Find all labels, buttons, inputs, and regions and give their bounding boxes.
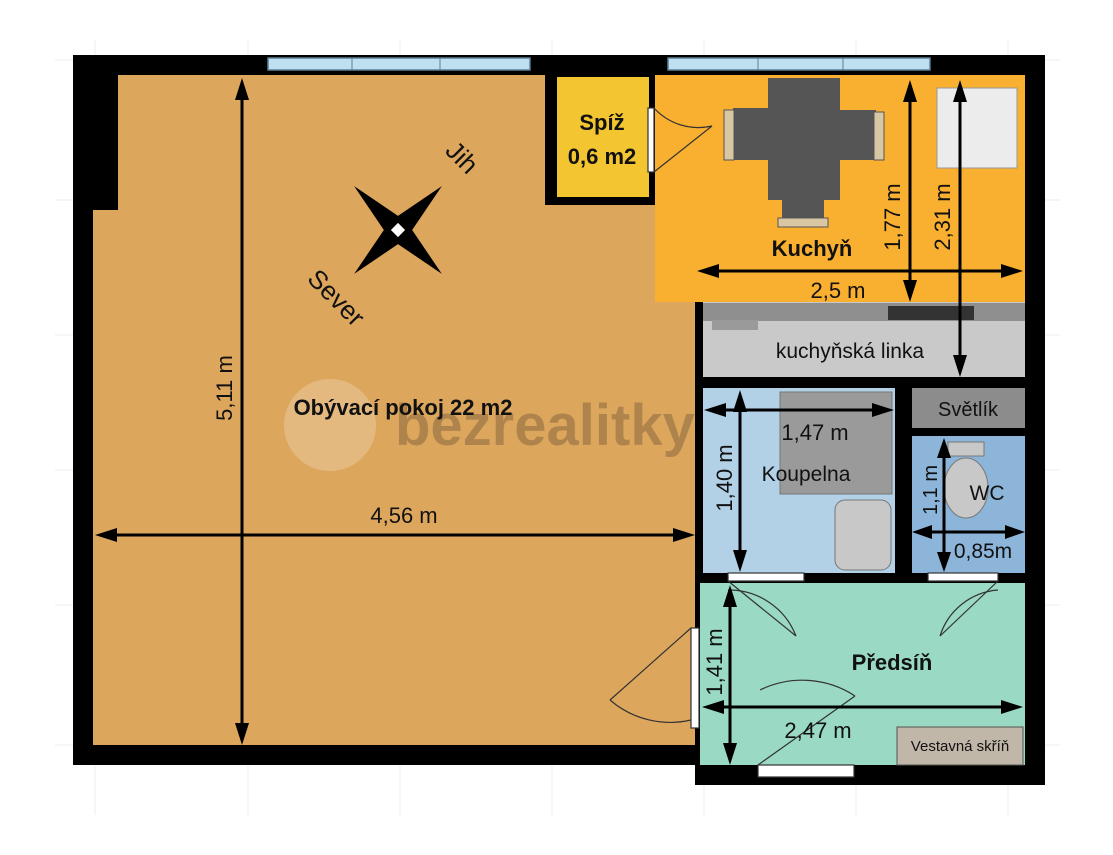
kitchen-width-label: 2,5 m: [810, 278, 865, 303]
wc-label: WC: [970, 482, 1005, 505]
skylight-label: Světlík: [938, 399, 999, 421]
door-wc: [927, 572, 999, 637]
door-main: [757, 679, 856, 778]
counter-top-strip: [703, 303, 1025, 321]
wardrobe-label: Vestavná skříň: [911, 738, 1009, 755]
toilet-icon: [943, 441, 989, 519]
living-room-label: Obývací pokoj 22 m2: [294, 395, 513, 420]
skylight: [912, 388, 1025, 428]
door-bathroom: [727, 572, 805, 637]
watermark-logo-icon: [284, 379, 376, 471]
dimension-lines: [95, 78, 1025, 765]
window-kitchen: [667, 57, 931, 71]
fridge-icon: [936, 87, 1018, 169]
door-entrance: [609, 627, 700, 729]
counter-label: kuchyňská linka: [776, 340, 925, 363]
door-pantry: [647, 107, 713, 173]
living-width-label: 4,56 m: [370, 503, 437, 528]
built-in-wardrobe: [896, 726, 1024, 766]
pantry: [557, 77, 649, 197]
hall-label: Předsíň: [852, 650, 933, 675]
hall-height-label: 1,41 m: [702, 628, 727, 695]
window-living: [267, 57, 531, 71]
pantry-area-label: 0,6 m2: [568, 144, 637, 169]
bath-width-label: 1,47 m: [781, 420, 848, 445]
washbasin-icon: [834, 499, 892, 571]
wc-width-label: 0,85m: [954, 540, 1012, 563]
kitchen-depth-b-label: 2,31 m: [930, 183, 955, 250]
hall-width-label: 2,47 m: [784, 718, 851, 743]
bath-height-label: 1,40 m: [712, 444, 737, 511]
kitchen-label: Kuchyň: [772, 236, 853, 261]
sink-icon: [712, 320, 758, 330]
stove-icon: [888, 306, 974, 320]
living-height-label: 5,11 m: [212, 355, 237, 421]
wc-height-label: 1,1 m: [920, 465, 942, 515]
bathroom-label: Koupelna: [762, 463, 851, 486]
kitchen-depth-a-label: 1,77 m: [880, 183, 905, 250]
compass-rose-icon: [354, 186, 442, 274]
dining-table-icon: [723, 78, 885, 228]
pantry-label: Spíž: [579, 110, 624, 135]
watermark-text: bezrealitky: [395, 393, 695, 458]
